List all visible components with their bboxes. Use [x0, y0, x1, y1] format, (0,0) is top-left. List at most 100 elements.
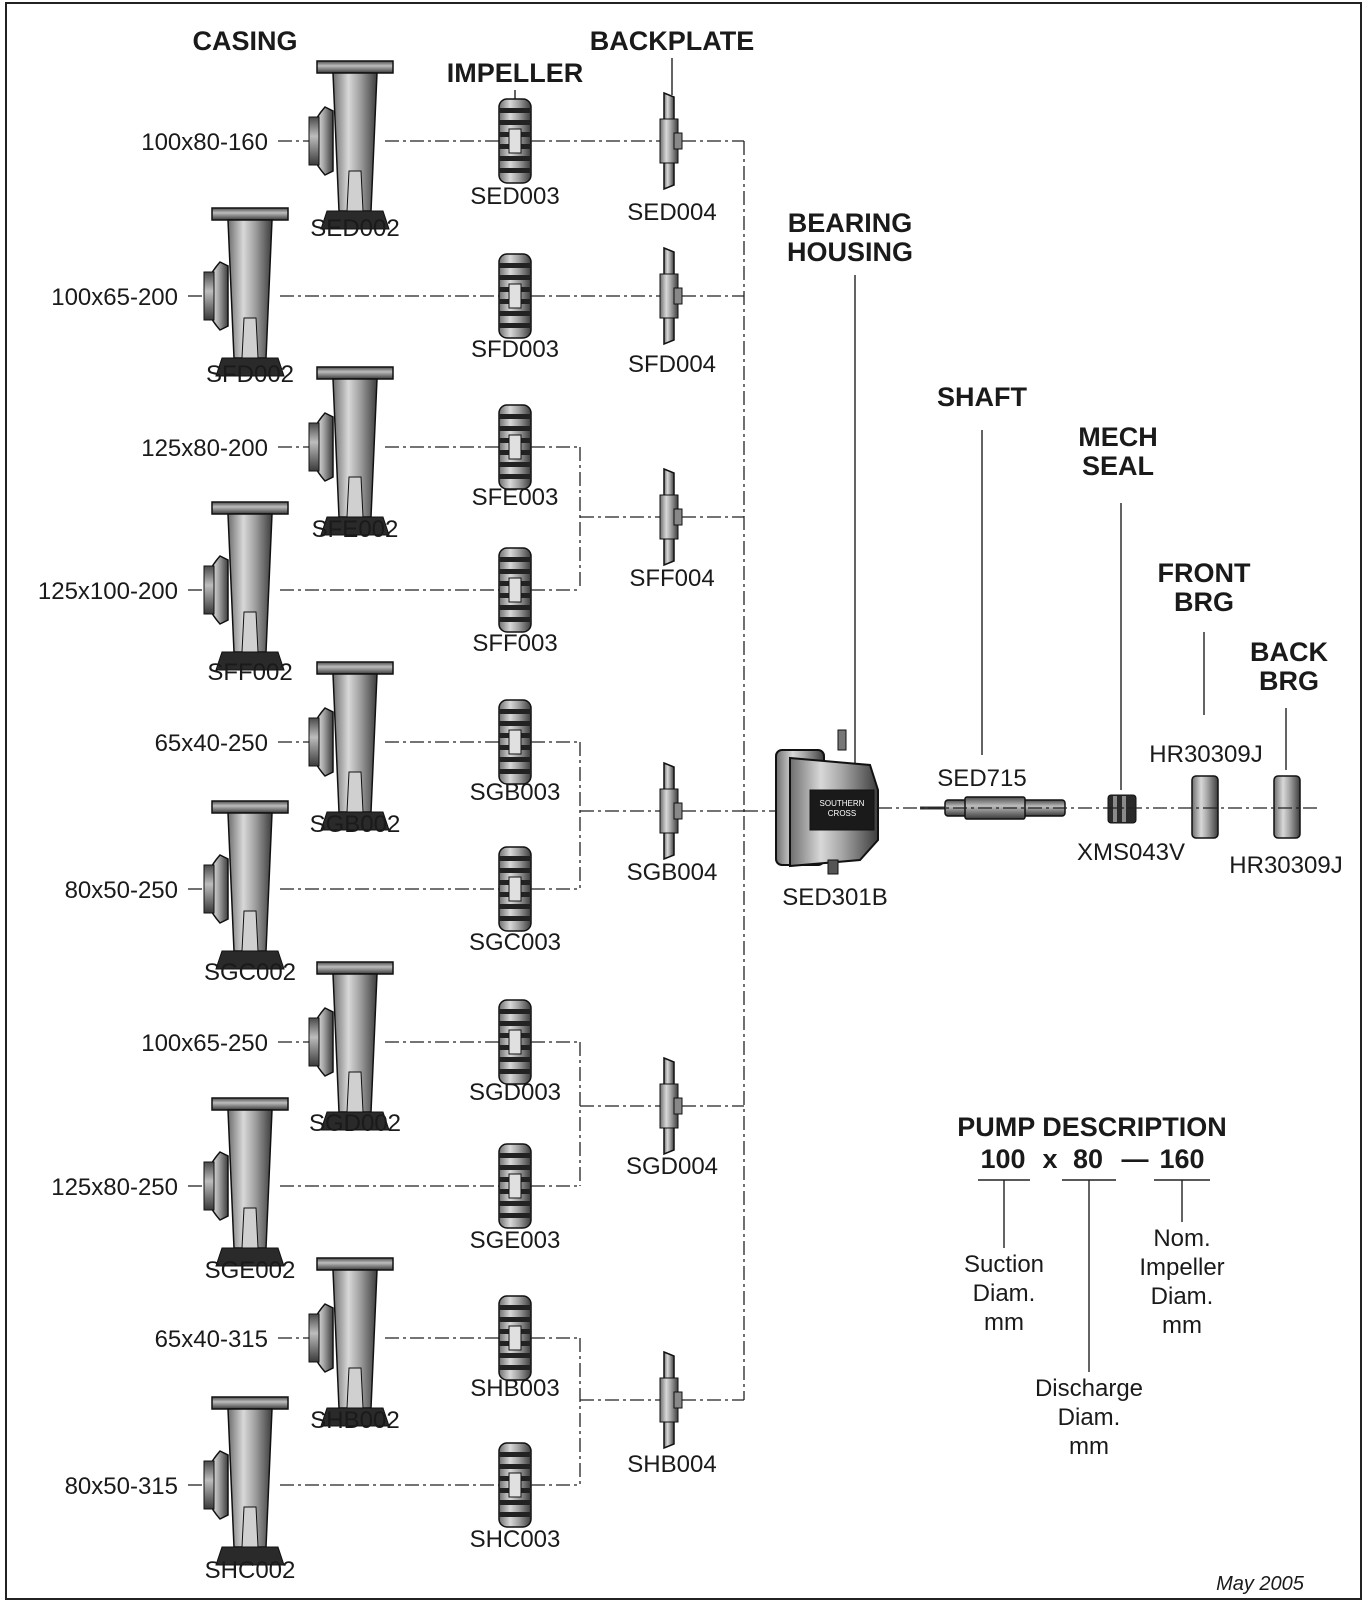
discharge-desc-line-2: mm: [1069, 1433, 1109, 1460]
page-border: [5, 2, 1362, 1600]
impeller-label-2: SFE003: [472, 484, 559, 511]
impeller-desc-line-3: mm: [1162, 1312, 1202, 1339]
casing-sed002: [308, 60, 394, 230]
casing-sge002: [203, 1097, 289, 1267]
header-bearing-housing-line1: BEARING: [788, 208, 913, 238]
back-bearing-drawing: [1273, 775, 1301, 839]
header-front-brg-line1: FRONT: [1158, 558, 1251, 588]
pump-size-label-9: 80x50-315: [65, 1473, 178, 1500]
header-back-brg-line1: BACK: [1250, 637, 1328, 667]
pump-size-label-1: 100x65-200: [51, 284, 178, 311]
impeller-sfe003: [498, 404, 532, 490]
header-front-brg-line2: BRG: [1174, 587, 1234, 617]
suction-desc-line-1: Diam.: [973, 1280, 1036, 1307]
casing-sfe002: [308, 366, 394, 536]
casing-shb002: [308, 1257, 394, 1427]
pump-description-title: PUMP DESCRIPTION: [957, 1112, 1227, 1142]
suction-desc-line-0: Suction: [964, 1251, 1044, 1278]
pump-description-discharge-example: 80: [1073, 1144, 1103, 1174]
impeller-label-8: SHB003: [470, 1375, 559, 1402]
casing-sfd002: [203, 207, 289, 377]
impeller-label-1: SFD003: [471, 336, 559, 363]
pump-size-label-0: 100x80-160: [141, 129, 268, 156]
backplate-label-0: SED004: [627, 199, 716, 226]
impeller-label-0: SED003: [470, 183, 559, 210]
backplate-label-2: SFF004: [629, 565, 714, 592]
casing-label-1: SFD002: [206, 361, 294, 388]
casing-label-8: SHB002: [310, 1407, 399, 1434]
impeller-sed003: [498, 98, 532, 184]
pump-description-dash: —: [1122, 1144, 1149, 1174]
housing-logo-southern: SOUTHERN: [820, 799, 865, 808]
backplate-sff004: [659, 467, 683, 567]
pump-size-label-5: 80x50-250: [65, 877, 178, 904]
pump-size-label-2: 125x80-200: [141, 435, 268, 462]
pump-description-x: x: [1042, 1144, 1057, 1174]
mech-seal-drawing: [1107, 794, 1137, 824]
backplate-sed004: [659, 91, 683, 191]
header-backplate: BACKPLATE: [590, 26, 755, 56]
date-stamp: May 2005: [1216, 1573, 1305, 1595]
impeller-label-7: SGE003: [470, 1227, 561, 1254]
impeller-label-6: SGD003: [469, 1079, 561, 1106]
casing-label-2: SFE002: [312, 516, 399, 543]
casing-label-6: SGD002: [309, 1110, 401, 1137]
casing-sgd002: [308, 961, 394, 1131]
bearing-housing-drawing: SOUTHERN CROSS: [775, 729, 879, 875]
impeller-desc-line-0: Nom.: [1153, 1225, 1210, 1252]
header-back-brg-line2: BRG: [1259, 666, 1319, 696]
backplate-sgd004: [659, 1056, 683, 1156]
pump-size-label-3: 125x100-200: [38, 578, 178, 605]
housing-logo-cross: CROSS: [828, 809, 856, 818]
label-shaft: SED715: [937, 765, 1026, 792]
suction-desc-line-2: mm: [984, 1309, 1024, 1336]
discharge-desc-line-0: Discharge: [1035, 1375, 1143, 1402]
header-casing: CASING: [192, 26, 297, 56]
pump-description-suction-example: 100: [980, 1144, 1025, 1174]
pump-size-label-4: 65x40-250: [155, 730, 268, 757]
casing-label-0: SED002: [310, 215, 399, 242]
impeller-sff003: [498, 547, 532, 633]
backplate-sgb004: [659, 761, 683, 861]
pump-size-label-6: 100x65-250: [141, 1030, 268, 1057]
pump-description-impeller-example: 160: [1159, 1144, 1204, 1174]
header-shaft: SHAFT: [937, 382, 1027, 412]
impeller-label-4: SGB003: [470, 779, 561, 806]
impeller-sge003: [498, 1143, 532, 1229]
casing-sgc002: [203, 800, 289, 970]
impeller-desc-line-1: Impeller: [1139, 1254, 1224, 1281]
label-bearing-housing: SED301B: [782, 884, 887, 911]
header-mech-seal-line1: MECH: [1078, 422, 1158, 452]
discharge-desc-line-1: Diam.: [1058, 1404, 1121, 1431]
impeller-sgd003: [498, 999, 532, 1085]
front-bearing-drawing: [1191, 775, 1219, 839]
pump-size-label-8: 65x40-315: [155, 1326, 268, 1353]
impeller-sgb003: [498, 699, 532, 785]
impeller-label-3: SFF003: [472, 630, 557, 657]
casing-label-5: SGC002: [204, 959, 296, 986]
backplate-shb004: [659, 1350, 683, 1450]
label-front-brg: HR30309J: [1149, 741, 1262, 768]
backplate-label-3: SGB004: [627, 859, 718, 886]
header-bearing-housing-line2: HOUSING: [787, 237, 913, 267]
impeller-sgc003: [498, 846, 532, 932]
label-back-brg: HR30309J: [1229, 852, 1342, 879]
label-mech-seal: XMS043V: [1077, 839, 1185, 866]
casing-label-9: SHC002: [205, 1557, 296, 1584]
casing-label-4: SGB002: [310, 811, 401, 838]
header-impeller: IMPELLER: [447, 58, 584, 88]
casing-shc002: [203, 1396, 289, 1566]
backplate-label-1: SFD004: [628, 351, 716, 378]
backplate-sfd004: [659, 246, 683, 346]
casing-label-7: SGE002: [205, 1257, 296, 1284]
impeller-shc003: [498, 1442, 532, 1528]
impeller-label-5: SGC003: [469, 929, 561, 956]
header-mech-seal-line2: SEAL: [1082, 451, 1154, 481]
impeller-shb003: [498, 1295, 532, 1381]
impeller-sfd003: [498, 253, 532, 339]
casing-sgb002: [308, 661, 394, 831]
impeller-label-9: SHC003: [470, 1526, 561, 1553]
casing-label-3: SFF002: [207, 659, 292, 686]
backplate-label-5: SHB004: [627, 1451, 716, 1478]
